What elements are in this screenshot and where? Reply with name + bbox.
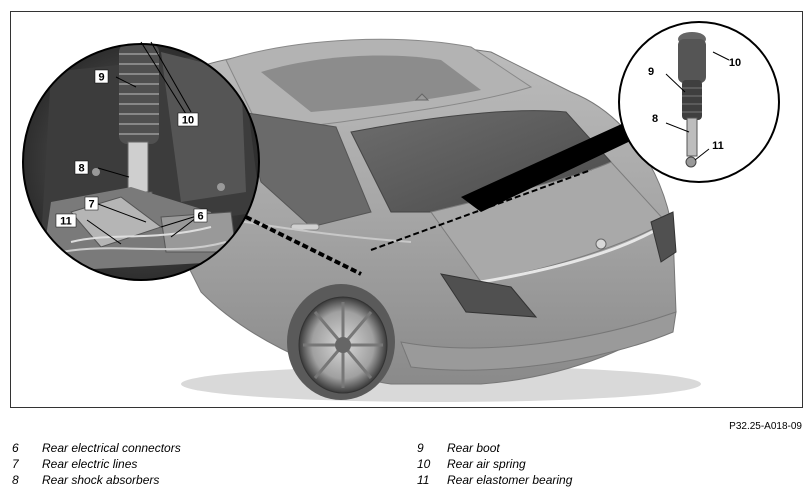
car-illustration xyxy=(163,38,701,402)
legend-item: 7 Rear electric lines xyxy=(12,456,181,472)
callout-label: 10 xyxy=(182,115,194,127)
figure-code: P32.25-A018-09 xyxy=(729,421,802,432)
legend-item: 8 Rear shock absorbers xyxy=(12,472,181,488)
callout-label: 7 xyxy=(88,199,94,211)
legend-text: Rear elastomer bearing xyxy=(447,473,573,487)
legend-number: 11 xyxy=(417,473,430,487)
legend-text: Rear air spring xyxy=(447,457,526,471)
callout-8-left: 8 xyxy=(74,160,89,175)
legend-left: 6 Rear electrical connectors 7 Rear elec… xyxy=(12,440,181,488)
legend-number: 10 xyxy=(417,457,431,471)
callout-label: 9 xyxy=(98,72,104,84)
leader-wedge-right xyxy=(461,122,639,212)
legend-number: 9 xyxy=(417,441,424,455)
legend-item: 9 Rear boot xyxy=(417,440,572,456)
legend-item: 10 Rear air spring xyxy=(417,456,572,472)
callout-9-right: 9 xyxy=(648,66,654,78)
legend-number: 6 xyxy=(12,441,19,455)
callout-9-left: 9 xyxy=(94,69,109,84)
callout-10-left: 10 xyxy=(177,112,199,127)
legend-item: 11 Rear elastomer bearing xyxy=(417,472,572,488)
right-detail-circle xyxy=(618,21,780,183)
legend-number: 7 xyxy=(12,457,19,471)
callout-label: 8 xyxy=(78,163,84,175)
legend-right: 9 Rear boot 10 Rear air spring 11 Rear e… xyxy=(417,440,572,488)
callout-label: 6 xyxy=(197,211,203,223)
left-detail-circle xyxy=(22,41,260,281)
legend-text: Rear shock absorbers xyxy=(42,473,160,487)
legend-item: 6 Rear electrical connectors xyxy=(12,440,181,456)
legend-number: 8 xyxy=(12,473,19,487)
legend-text: Rear electric lines xyxy=(42,457,138,471)
callout-7-left: 7 xyxy=(84,196,99,211)
callout-8-right: 8 xyxy=(652,113,658,125)
leader-line-left xyxy=(245,215,362,276)
legend-text: Rear boot xyxy=(447,441,500,455)
callout-11-right: 11 xyxy=(712,140,724,152)
figure-frame: 9 10 8 7 6 11 10 9 8 11 xyxy=(10,11,803,408)
callout-10-right: 10 xyxy=(729,57,741,69)
callout-6-left: 6 xyxy=(193,208,208,223)
callout-label: 11 xyxy=(60,216,72,228)
illustration: 9 10 8 7 6 11 10 9 8 11 xyxy=(22,21,780,402)
callout-11-left: 11 xyxy=(55,213,77,228)
legend-text: Rear electrical connectors xyxy=(42,441,181,455)
